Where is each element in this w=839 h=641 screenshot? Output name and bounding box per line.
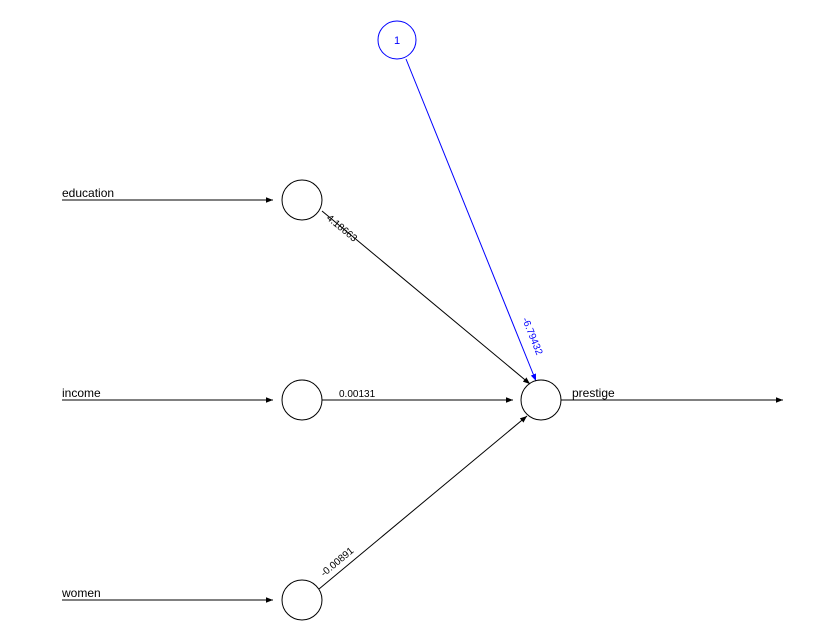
input-group-education: education 4.18663	[62, 179, 531, 385]
input-label-income: income	[62, 386, 101, 400]
input-label-women: women	[61, 586, 101, 600]
edge-education-to-prestige	[321, 210, 531, 385]
input-group-income: income 0.00131	[62, 379, 513, 421]
weight-label-income: 0.00131	[339, 389, 376, 400]
weight-label-education: 4.18663	[324, 213, 359, 245]
edge-women-to-prestige	[318, 415, 528, 590]
output-label-prestige: prestige	[572, 386, 615, 400]
output-node-prestige	[520, 379, 562, 421]
input-node-education	[281, 179, 323, 221]
input-node-income	[281, 379, 323, 421]
input-group-women: women -0.00891	[61, 415, 528, 621]
weight-label-bias: -6.79432	[519, 316, 544, 357]
input-node-women	[281, 579, 323, 621]
edge-bias-to-prestige	[405, 58, 537, 382]
input-label-education: education	[62, 186, 114, 200]
output-group-prestige: prestige	[520, 379, 783, 421]
bias-node-label: 1	[394, 35, 400, 47]
bias-node	[377, 20, 417, 60]
